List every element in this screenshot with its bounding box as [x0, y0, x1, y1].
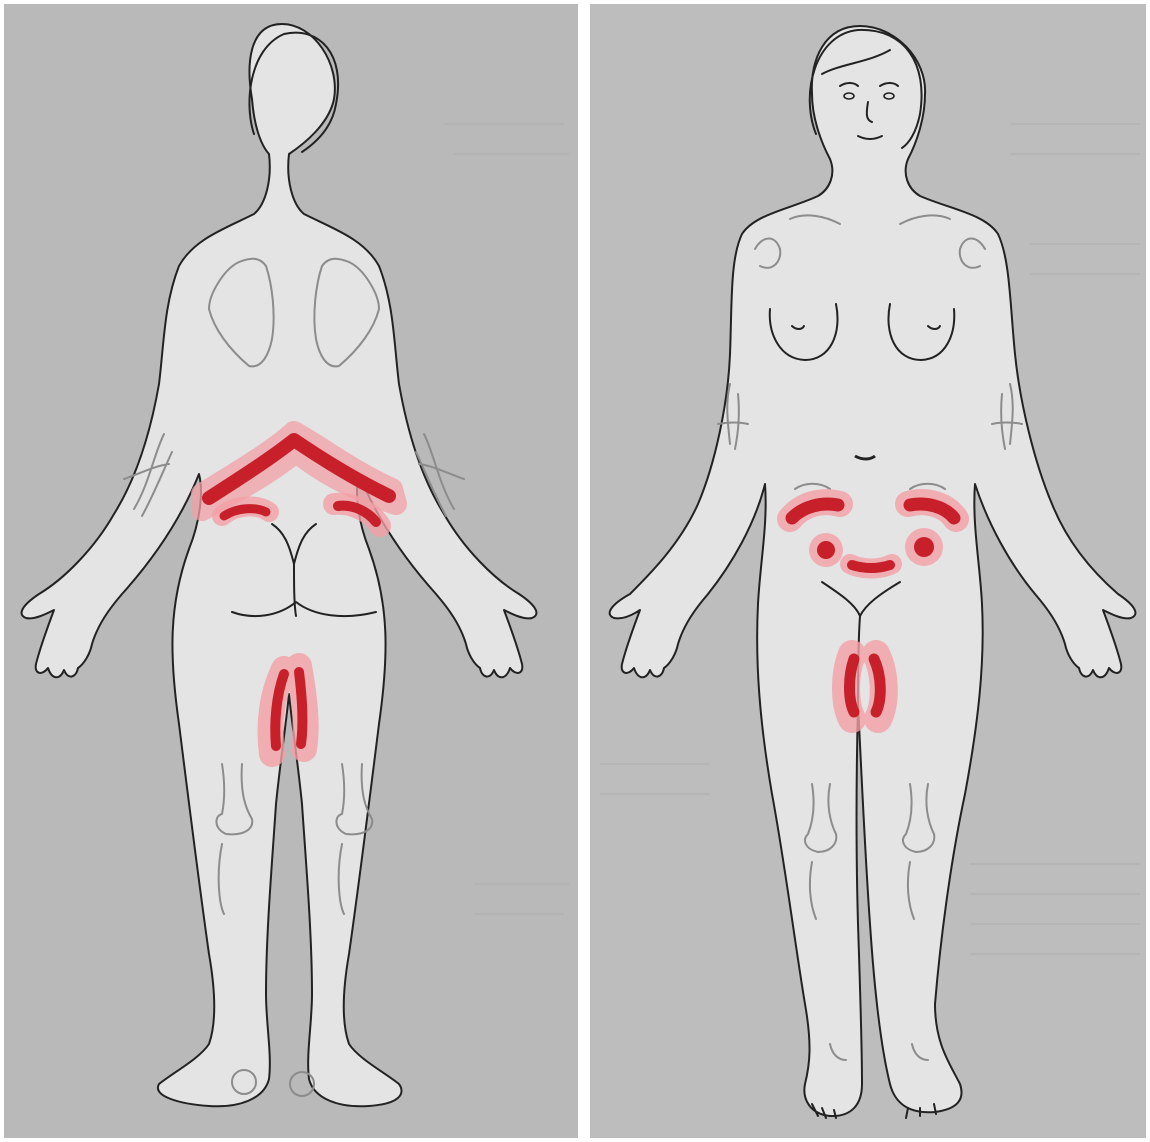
back-view-panel — [4, 4, 578, 1138]
front-view-panel — [590, 4, 1146, 1138]
back-view-figure — [4, 4, 578, 1138]
front-view-figure — [590, 4, 1146, 1138]
back-body-outline — [22, 24, 537, 1106]
page-texture — [444, 124, 569, 914]
